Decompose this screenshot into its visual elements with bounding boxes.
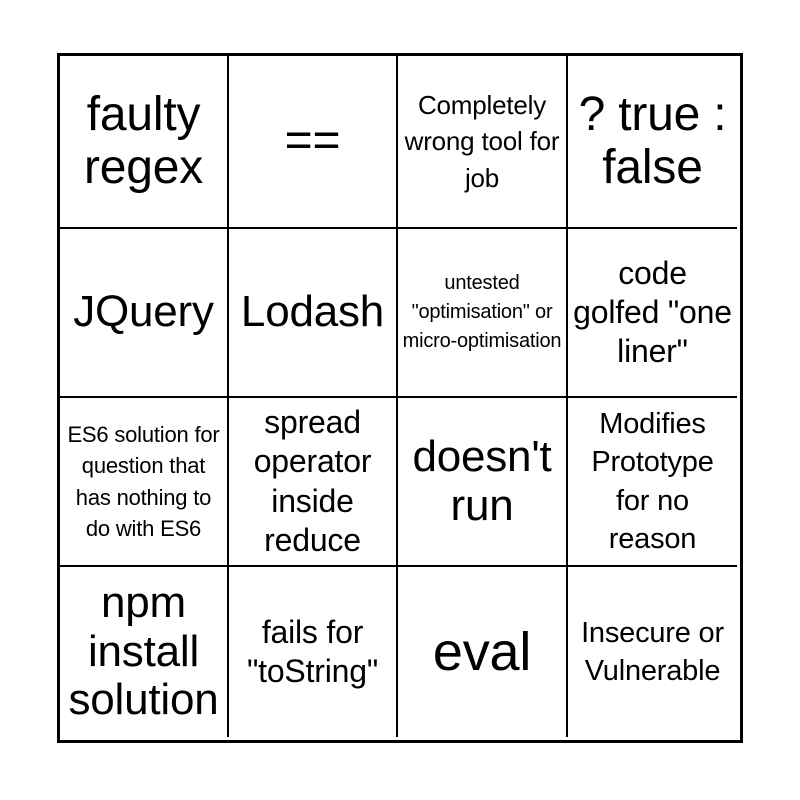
bingo-cell-label: == [284, 114, 341, 168]
bingo-cell-label: npm install solution [68, 578, 219, 725]
bingo-cell-r3c4[interactable]: Modifies Prototype for no reason [568, 398, 737, 567]
bingo-cell-label: Modifies Prototype for no reason [591, 407, 714, 555]
bingo-cell-label: faulty regex [83, 87, 204, 194]
bingo-cell-label: Lodash [240, 287, 385, 337]
bingo-cell-label: ES6 solution for question that has nothi… [67, 422, 220, 541]
bingo-cell-r2c3[interactable]: untested "optimisation" or micro-optimis… [398, 229, 568, 398]
bingo-cell-r1c4[interactable]: ? true : false [568, 56, 737, 229]
bingo-cell-r1c2[interactable]: == [229, 56, 398, 229]
bingo-cell-r2c2[interactable]: Lodash [229, 229, 398, 398]
bingo-cell-r3c3[interactable]: doesn't run [398, 398, 568, 567]
bingo-cell-r3c2[interactable]: spread operator inside reduce [229, 398, 398, 567]
bingo-cell-label: doesn't run [412, 432, 552, 530]
bingo-cell-r2c1[interactable]: JQuery [60, 229, 229, 398]
bingo-cell-label: eval [432, 621, 532, 682]
bingo-cell-r2c4[interactable]: code golfed "one liner" [568, 229, 737, 398]
bingo-cell-label: Completely wrong tool for job [404, 89, 560, 193]
bingo-cell-r4c2[interactable]: fails for "toString" [229, 567, 398, 737]
bingo-cell-label: ? true : false [578, 87, 727, 194]
bingo-cell-r3c1[interactable]: ES6 solution for question that has nothi… [60, 398, 229, 567]
bingo-cell-label: untested "optimisation" or micro-optimis… [402, 272, 562, 352]
bingo-cell-r4c3[interactable]: eval [398, 567, 568, 737]
bingo-cell-r4c1[interactable]: npm install solution [60, 567, 229, 737]
bingo-cell-r4c4[interactable]: Insecure or Vulnerable [568, 567, 737, 737]
bingo-cell-label: code golfed "one liner" [573, 254, 732, 370]
bingo-cell-label: fails for "toString" [246, 613, 378, 689]
bingo-cell-r1c1[interactable]: faulty regex [60, 56, 229, 229]
bingo-cell-label: JQuery [73, 287, 214, 337]
bingo-cell-label: Insecure or Vulnerable [581, 616, 724, 687]
bingo-cell-r1c3[interactable]: Completely wrong tool for job [398, 56, 568, 229]
bingo-cell-label: spread operator inside reduce [253, 404, 372, 558]
bingo-card: faulty regex == Completely wrong tool for … [57, 53, 743, 743]
